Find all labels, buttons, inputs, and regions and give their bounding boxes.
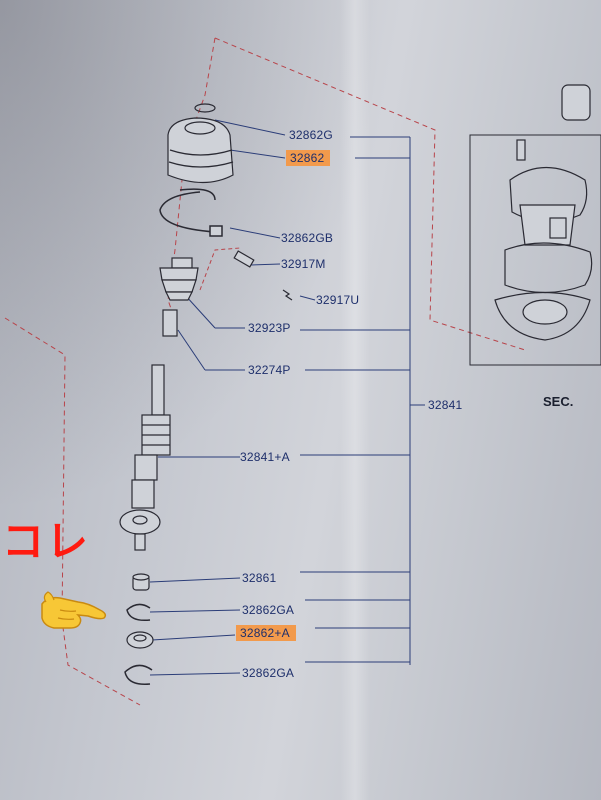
label-32861: 32861 bbox=[242, 571, 277, 585]
label-32862ga-lower: 32862GA bbox=[242, 666, 295, 680]
label-32274p: 32274P bbox=[248, 363, 291, 377]
section-label: SEC. bbox=[543, 394, 574, 409]
part-snap-ring-1 bbox=[126, 603, 151, 622]
pointing-hand-icon bbox=[41, 591, 107, 629]
label-32862ga-upper: 32862GA bbox=[242, 603, 295, 617]
label-32862-a-highlighted: 32862+A bbox=[236, 625, 296, 641]
part-collar bbox=[132, 573, 150, 591]
paper-fold bbox=[340, 0, 370, 800]
part-boot bbox=[167, 103, 234, 184]
label-32862-highlighted: 32862 bbox=[286, 150, 331, 166]
label-32917u: 32917U bbox=[316, 293, 360, 307]
label-32862g: 32862G bbox=[289, 128, 333, 142]
annotation-kore: コレ bbox=[2, 517, 91, 566]
label-32923p: 32923P bbox=[248, 321, 291, 335]
section-view-box bbox=[469, 134, 601, 366]
label-32841: 32841 bbox=[428, 398, 463, 412]
label-32862gb: 32862GB bbox=[281, 231, 334, 245]
part-snap-ring-2 bbox=[124, 664, 153, 685]
part-shaft bbox=[119, 364, 171, 551]
label-32841-a: 32841+A bbox=[240, 450, 290, 464]
part-bearing bbox=[126, 631, 154, 649]
part-clamp-band bbox=[159, 188, 223, 237]
dashed-outline-upper bbox=[167, 37, 526, 351]
section-parts bbox=[494, 84, 593, 341]
leader-lines bbox=[149, 119, 425, 676]
part-bushing bbox=[162, 309, 178, 337]
part-spring-pin bbox=[233, 250, 293, 301]
label-32917m: 32917M bbox=[281, 257, 326, 271]
dashed-outline-spring bbox=[199, 247, 241, 291]
part-bellows-seal bbox=[159, 257, 199, 301]
